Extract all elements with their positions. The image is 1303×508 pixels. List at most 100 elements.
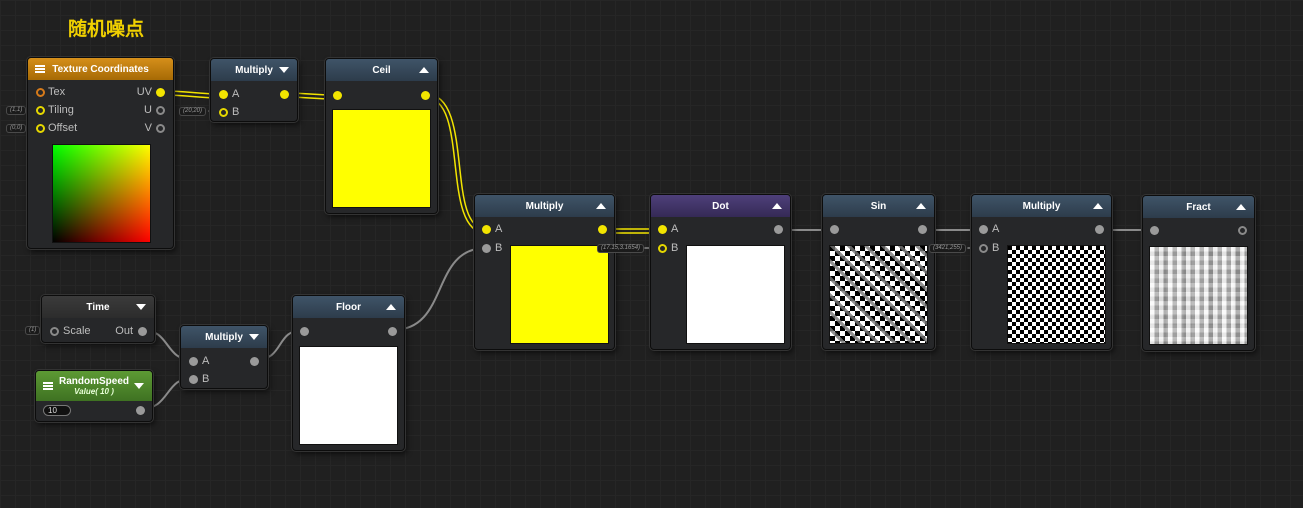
output-port[interactable]	[250, 357, 259, 366]
sin-preview	[829, 245, 928, 344]
multiply-preview	[1007, 245, 1106, 344]
output-port[interactable]	[1238, 226, 1247, 235]
menu-icon[interactable]	[43, 382, 53, 390]
sin-node[interactable]: Sin	[822, 194, 935, 350]
multiply-node-4[interactable]: Multiply A B	[971, 194, 1112, 350]
node-header[interactable]: Multiply	[972, 195, 1111, 217]
node-header[interactable]: RandomSpeed Value( 10 )	[36, 371, 152, 401]
out-output-port[interactable]	[138, 327, 147, 336]
node-title: Multiply	[1022, 200, 1061, 212]
node-header[interactable]: Ceil	[326, 59, 437, 81]
output-port[interactable]	[918, 225, 927, 234]
node-header[interactable]: Multiply	[475, 195, 614, 217]
a-label: A	[992, 223, 1000, 235]
ceil-node[interactable]: Ceil	[325, 58, 438, 214]
offset-default-chip[interactable]: (0,0)	[6, 124, 27, 133]
output-port[interactable]	[280, 90, 289, 99]
input-port[interactable]	[333, 91, 342, 100]
texture-coordinates-node[interactable]: Texture Coordinates Tex Tiling Offset UV…	[27, 57, 174, 249]
page-title: 随机噪点	[68, 18, 145, 40]
input-port[interactable]	[300, 327, 309, 336]
a-input-port[interactable]	[219, 90, 228, 99]
v-output-port[interactable]	[156, 124, 165, 133]
multiply-node-1[interactable]: Multiply A B	[210, 58, 298, 122]
b-input-port[interactable]	[219, 108, 228, 117]
input-port[interactable]	[830, 225, 839, 234]
random-speed-node[interactable]: RandomSpeed Value( 10 ) 10	[35, 370, 153, 422]
menu-icon[interactable]	[35, 65, 45, 73]
b-input-port[interactable]	[658, 244, 667, 253]
collapse-arrow-icon[interactable]	[279, 67, 289, 73]
collapse-arrow-icon[interactable]	[596, 203, 606, 209]
b-input-port[interactable]	[482, 244, 491, 253]
floor-preview	[299, 346, 398, 445]
uv-preview	[52, 144, 151, 243]
fract-node[interactable]: Fract	[1142, 195, 1255, 351]
multiply-b-default-chip[interactable]: (20,20)	[179, 107, 207, 116]
b-input-port[interactable]	[189, 375, 198, 384]
tex-input-port[interactable]	[36, 88, 45, 97]
collapse-arrow-icon[interactable]	[1236, 204, 1246, 210]
a-input-port[interactable]	[482, 225, 491, 234]
b-label: B	[671, 242, 679, 254]
node-title: Multiply	[205, 331, 243, 343]
collapse-arrow-icon[interactable]	[249, 334, 259, 340]
collapse-arrow-icon[interactable]	[134, 383, 144, 389]
a-label: A	[671, 223, 679, 235]
output-port[interactable]	[598, 225, 607, 234]
dot-b-default-chip[interactable]: (17.15,3.1654)	[597, 244, 645, 253]
collapse-arrow-icon[interactable]	[419, 67, 429, 73]
tiling-default-chip[interactable]: (1,1)	[6, 106, 27, 115]
output-port[interactable]	[1095, 225, 1104, 234]
value-field[interactable]: 10	[43, 405, 71, 416]
multiply-b-default-chip[interactable]: (3421,255)	[929, 244, 967, 253]
dot-node[interactable]: Dot A B	[650, 194, 791, 350]
b-label: B	[992, 242, 1000, 254]
floor-node[interactable]: Floor	[292, 295, 405, 451]
input-port[interactable]	[1150, 226, 1159, 235]
a-input-port[interactable]	[189, 357, 198, 366]
collapse-arrow-icon[interactable]	[916, 203, 926, 209]
collapse-arrow-icon[interactable]	[772, 203, 782, 209]
output-port[interactable]	[388, 327, 397, 336]
scale-label: Scale	[63, 325, 91, 337]
a-label: A	[232, 88, 240, 100]
collapse-arrow-icon[interactable]	[1093, 203, 1103, 209]
u-output-port[interactable]	[156, 106, 165, 115]
b-input-port[interactable]	[979, 244, 988, 253]
multiply-node-3[interactable]: Multiply A B	[474, 194, 615, 350]
a-input-port[interactable]	[979, 225, 988, 234]
output-port[interactable]	[421, 91, 430, 100]
node-header[interactable]: Time	[42, 296, 154, 318]
scale-default-chip[interactable]: (1)	[25, 326, 41, 335]
node-header[interactable]: Sin	[823, 195, 934, 217]
node-header[interactable]: Fract	[1143, 196, 1254, 218]
tiling-label: Tiling	[48, 104, 74, 116]
node-header[interactable]: Texture Coordinates	[28, 58, 173, 80]
node-header[interactable]: Floor	[293, 296, 404, 318]
offset-input-port[interactable]	[36, 124, 45, 133]
wire-floor-to-multiply-b	[392, 247, 487, 331]
dot-preview	[686, 245, 785, 344]
node-title: Floor	[336, 301, 361, 313]
multiply-node-2[interactable]: Multiply A B	[180, 325, 268, 389]
node-header[interactable]: Multiply	[181, 326, 267, 348]
collapse-arrow-icon[interactable]	[386, 304, 396, 310]
collapse-arrow-icon[interactable]	[136, 304, 146, 310]
node-title: Multiply	[525, 200, 564, 212]
out-label: Out	[115, 325, 133, 337]
node-header[interactable]: Multiply	[211, 59, 297, 81]
uv-output-port[interactable]	[156, 88, 165, 97]
tiling-input-port[interactable]	[36, 106, 45, 115]
a-label: A	[495, 223, 503, 235]
time-node[interactable]: Time Scale Out	[41, 295, 155, 343]
scale-input-port[interactable]	[50, 327, 59, 336]
b-label: B	[232, 106, 240, 118]
value-output-port[interactable]	[136, 406, 145, 415]
u-label: U	[144, 104, 152, 116]
output-port[interactable]	[774, 225, 783, 234]
a-input-port[interactable]	[658, 225, 667, 234]
ceil-preview	[332, 109, 431, 208]
node-header[interactable]: Dot	[651, 195, 790, 217]
node-title: RandomSpeed	[58, 376, 129, 387]
